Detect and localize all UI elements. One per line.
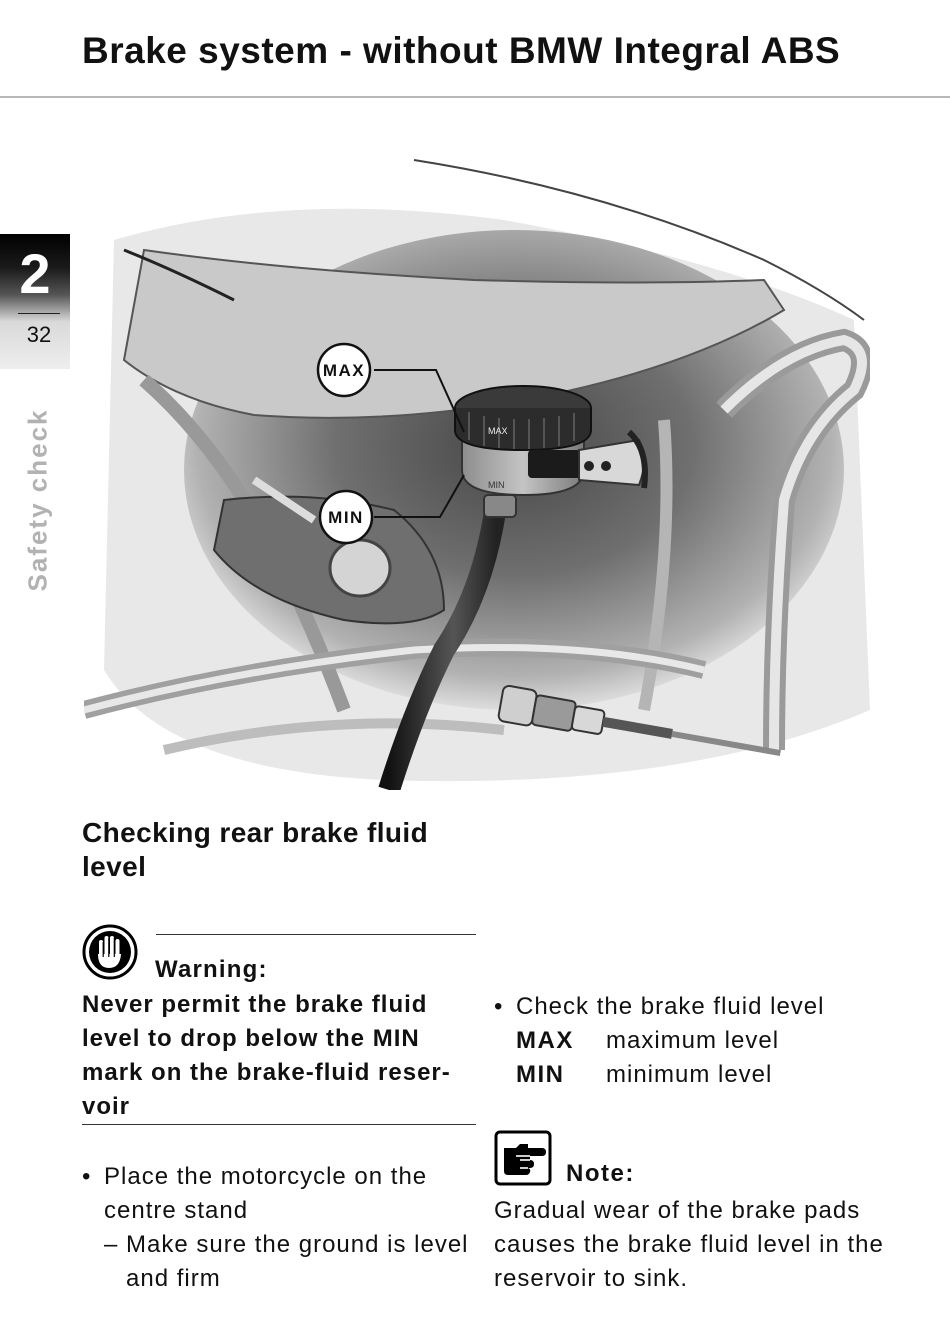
- note-label: Note:: [566, 1160, 635, 1187]
- brake-reservoir-illustration: MAX MIN MAX MIN: [84, 159, 870, 790]
- bullet-mark: •: [82, 1163, 92, 1190]
- page-number: 32: [26, 322, 52, 347]
- level-desc: minimum level: [606, 1061, 773, 1088]
- section-heading: Checking rear brake fluid level: [82, 817, 429, 882]
- warning-top-rule: [156, 934, 476, 935]
- pointing-hand-icon: [494, 1130, 552, 1186]
- chapter-number: 2: [19, 242, 51, 305]
- step-text: Place the motorcycle on the centre stand: [104, 1163, 428, 1224]
- step-place-motorcycle: • Place the motorcycle on the centre sta…: [82, 1160, 482, 1228]
- chapter-tab: [0, 234, 70, 369]
- min-callout: MIN: [318, 474, 465, 545]
- section-side-label: Safety check: [22, 408, 53, 592]
- level-key: MAX: [516, 1027, 574, 1054]
- warning-bottom-rule: [82, 1124, 476, 1125]
- min-callout-label: MIN: [328, 508, 364, 527]
- note-text: Gradual wear of the brake pads causes th…: [494, 1197, 884, 1292]
- substep-text: Make sure the ground is level and firm: [126, 1231, 469, 1292]
- step-text: Check the brake fluid level: [516, 993, 825, 1020]
- title-divider: [0, 96, 950, 98]
- stop-hand-icon: [82, 924, 138, 980]
- reservoir-min-mark: MIN: [488, 480, 505, 490]
- warning-text: Never permit the brake fluid level to dr…: [82, 991, 451, 1120]
- dash-mark: –: [104, 1231, 119, 1258]
- bullet-mark: •: [494, 993, 504, 1020]
- warning-label: Warning:: [155, 956, 268, 983]
- level-row-max: MAX maximum level: [516, 1024, 916, 1058]
- level-desc: maximum level: [606, 1027, 780, 1054]
- chapter-tab-divider: [18, 313, 60, 314]
- substep-ground-level: – Make sure the ground is level and firm: [104, 1228, 484, 1296]
- max-callout-label: MAX: [323, 361, 365, 380]
- page-title: Brake system - without BMW Integral ABS: [82, 30, 841, 71]
- level-key: MIN: [516, 1061, 565, 1088]
- step-check-fluid: • Check the brake fluid level: [494, 990, 914, 1024]
- max-callout: MAX: [316, 342, 465, 433]
- reservoir-max-mark: MAX: [488, 426, 508, 436]
- level-row-min: MIN minimum level: [516, 1058, 916, 1092]
